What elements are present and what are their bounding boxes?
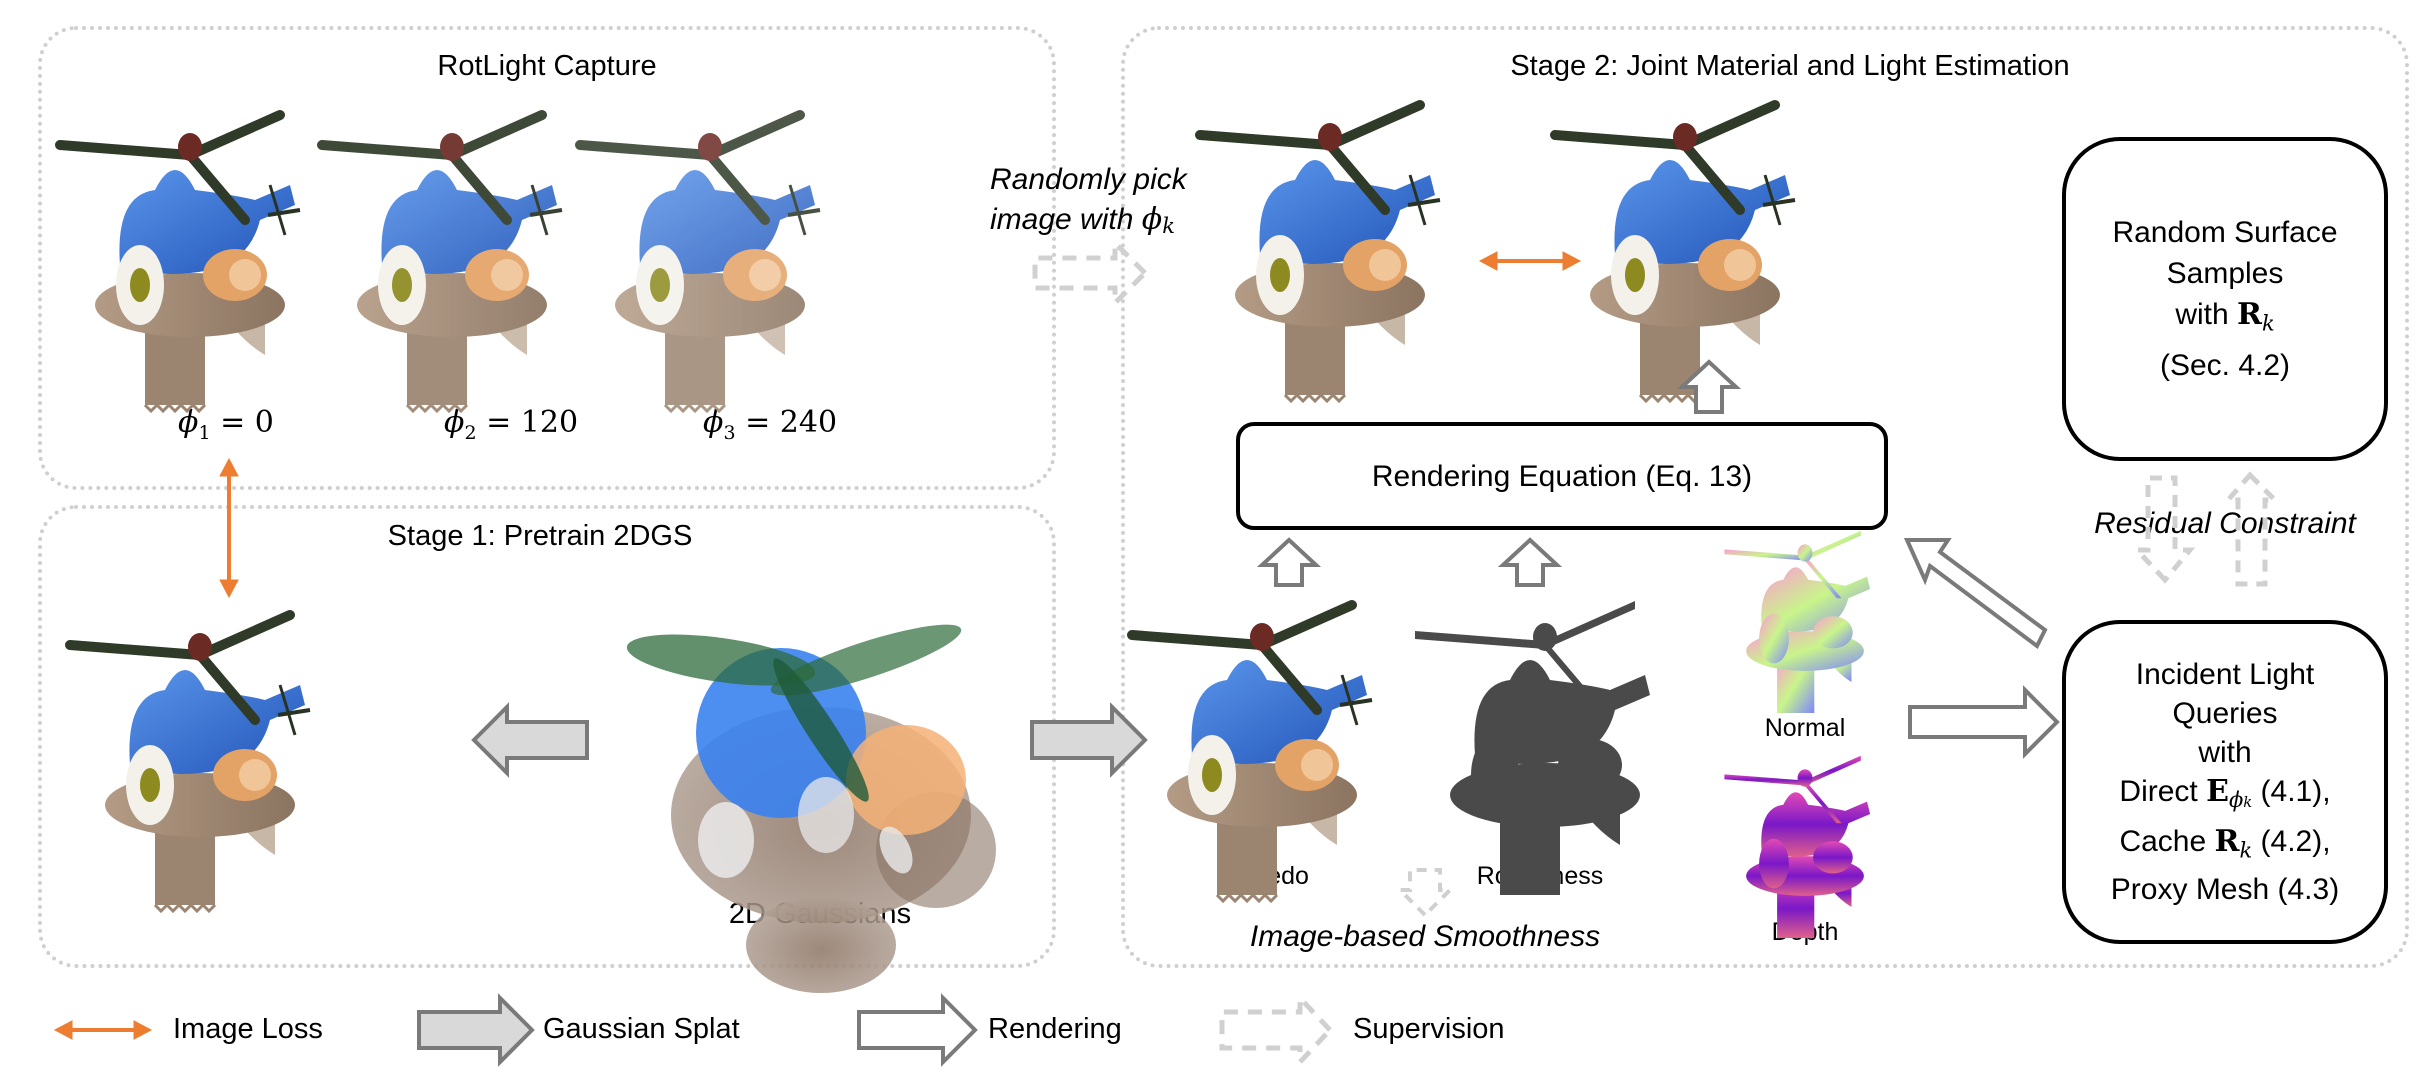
render-arrow-equation-output — [1676, 359, 1742, 414]
render-arrow-maps-to-incident — [1908, 685, 2060, 759]
incident-light-queries-box: Incident Light Queries with Direct Eϕk (… — [2062, 620, 2388, 944]
capture-image-1 — [60, 115, 300, 411]
randomly-pick-label: Randomly pick image with ϕk — [990, 163, 1187, 239]
image-loss-arrow-stage2 — [1478, 251, 1582, 271]
stage2-panel — [1121, 26, 2409, 968]
stage1-title: Stage 1: Pretrain 2DGS — [387, 520, 693, 552]
view-label-2: ϕ2 = 120 — [444, 405, 579, 444]
sampled-capture-image — [1200, 105, 1440, 401]
normal-map — [1724, 530, 1871, 713]
depth-map — [1724, 755, 1871, 938]
legend-image-loss-icon — [53, 1020, 153, 1040]
legend-rendering-icon — [857, 993, 978, 1067]
smoothness-label: Image-based Smoothness — [1249, 920, 1601, 953]
stage1-rendered-image — [70, 615, 310, 911]
image-loss-arrow-capture-stage1 — [219, 457, 239, 599]
render-arrow-roughness — [1497, 537, 1563, 587]
legend-gaussian-splat-label: Gaussian Splat — [543, 1013, 740, 1045]
render-arrow-albedo — [1256, 537, 1322, 587]
gaussians-illustration — [626, 624, 996, 993]
normal-label: Normal — [1764, 714, 1846, 742]
supervision-arrow-smoothness — [1395, 868, 1455, 918]
supervision-arrow-pick — [1032, 236, 1149, 310]
view-label-1: ϕ1 = 0 — [178, 405, 274, 444]
residual-constraint-label: Residual Constraint — [2094, 507, 2356, 540]
rotlight-capture-title: RotLight Capture — [437, 50, 657, 82]
random-surface-samples-box: Random Surface Samples with Rk (Sec. 4.2… — [2062, 137, 2388, 461]
capture-image-2 — [322, 115, 562, 411]
splat-arrow-to-stage1-image — [471, 702, 589, 778]
legend-gaussian-splat-icon — [417, 993, 535, 1067]
rendering-equation-box: Rendering Equation (Eq. 13) — [1236, 422, 1888, 530]
render-arrow-incident-to-equation — [1903, 538, 2048, 650]
albedo-map — [1132, 605, 1372, 901]
legend-supervision-label: Supervision — [1353, 1013, 1505, 1045]
splat-arrow-to-stage2 — [1030, 702, 1148, 778]
rotlight-capture-panel — [38, 26, 1056, 490]
legend-image-loss-label: Image Loss — [173, 1013, 323, 1045]
view-label-3: ϕ3 = 240 — [703, 405, 838, 444]
legend-supervision-icon — [1219, 991, 1334, 1069]
capture-image-3 — [580, 115, 820, 411]
stage2-title: Stage 2: Joint Material and Light Estima… — [1510, 50, 2070, 82]
roughness-map — [1415, 601, 1650, 895]
supervision-arrow-residual — [2131, 471, 2282, 587]
rendered-output-image — [1555, 105, 1795, 401]
legend-rendering-label: Rendering — [988, 1013, 1122, 1045]
